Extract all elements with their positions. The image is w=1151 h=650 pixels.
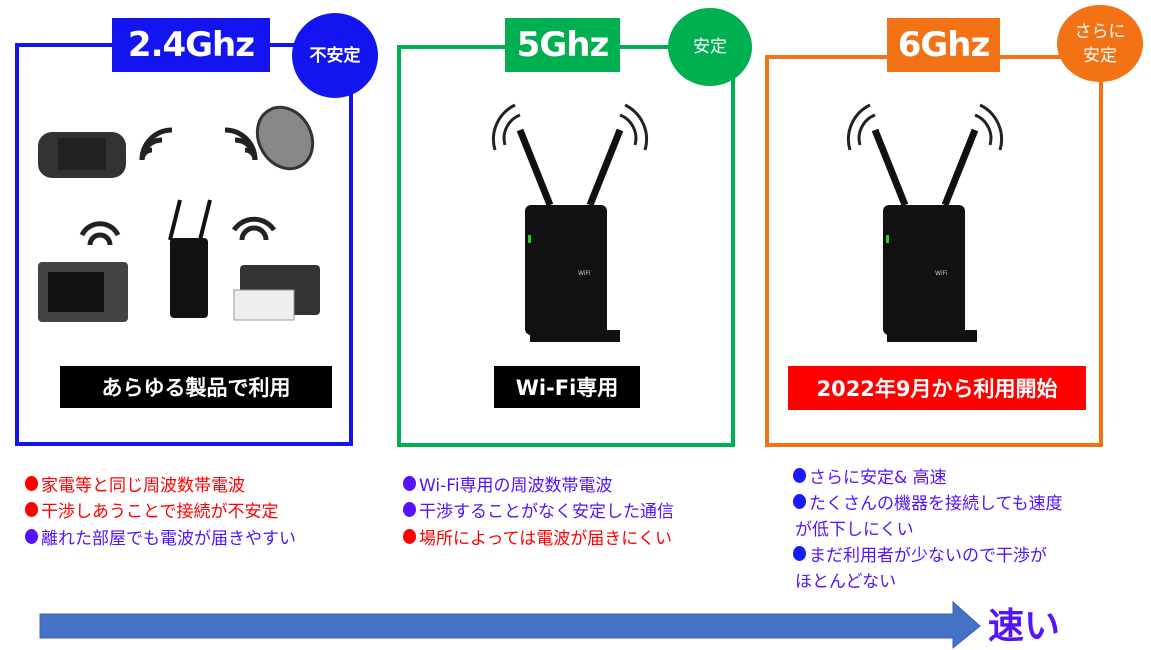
microwave-icon (38, 262, 128, 322)
printer-icon (233, 265, 320, 321)
bullet-icon (403, 502, 416, 517)
point: 家電等と同じ周波数帯電波 (25, 471, 245, 496)
bullet-icon (25, 476, 38, 491)
point: 場所によっては電波が届きにくい (403, 524, 672, 549)
point-text: Wi-Fi専用の周波数帯電波 (419, 476, 613, 496)
band-5ghz-badge: 安定 (668, 8, 752, 86)
speed-arrow (39, 600, 981, 650)
badge-line: 安定 (1083, 45, 1117, 66)
band-6ghz-label: 6Ghz (887, 18, 1000, 72)
point-text: 干渉しあうことで接続が不安定 (41, 502, 279, 522)
band-24ghz-badge: 不安定 (292, 13, 378, 98)
wifi-signal-icon (79, 221, 121, 246)
point-text: 場所によっては電波が届きにくい (419, 529, 672, 549)
point: まだ利用者が少ないので干渉が (793, 541, 1047, 566)
router-icon: WiFi (491, 103, 649, 342)
point-text: まだ利用者が少ないので干渉が (809, 546, 1047, 566)
point-continuation: が低下しにくい (795, 520, 914, 540)
bullet-icon (793, 468, 806, 483)
bullet-icon (25, 529, 38, 544)
point: さらに安定& 高速 (793, 463, 947, 488)
point-continuation: ほとんどない (795, 572, 897, 592)
band-24ghz-label: 2.4Ghz (112, 18, 270, 72)
point-text: さらに安定& 高速 (809, 468, 947, 488)
devices-illustration (38, 105, 320, 322)
point-text: たくさんの機器を接続しても速度 (809, 494, 1063, 514)
point: 離れた部屋でも電波が届きやすい (25, 524, 296, 549)
mouse-icon (255, 105, 315, 171)
point: たくさんの機器を接続しても速度 (793, 489, 1063, 514)
bullet-icon (793, 494, 806, 509)
svg-text:WiFi: WiFi (935, 270, 947, 277)
router-icon (168, 199, 212, 318)
band-24ghz-caption: あらゆる製品で利用 (60, 366, 332, 408)
bullet-icon (25, 502, 38, 517)
bullet-icon (793, 546, 806, 561)
point-text: 干渉することがなく安定した通信 (419, 502, 674, 522)
wifi-signal-icon (231, 216, 277, 241)
point-text: 家電等と同じ周波数帯電波 (41, 476, 245, 496)
badge-line: さらに (1074, 21, 1126, 42)
wifi-signal-icon (139, 127, 173, 161)
point: Wi-Fi専用の周波数帯電波 (403, 471, 613, 496)
point: 干渉しあうことで接続が不安定 (25, 497, 279, 522)
svg-text:WiFi: WiFi (578, 270, 590, 277)
band-5ghz-caption: Wi-Fi専用 (494, 366, 640, 408)
bullet-icon (403, 529, 416, 544)
point: 干渉することがなく安定した通信 (403, 497, 674, 522)
band-6ghz-caption: 2022年9月から利用開始 (788, 366, 1086, 410)
band-5ghz-label: 5Ghz (505, 18, 620, 72)
game-controller-icon (38, 132, 126, 178)
router-icon: WiFi (846, 103, 1004, 342)
bullet-icon (403, 476, 416, 491)
arrow-label: 速い (988, 606, 1061, 647)
band-6ghz-badge: さらに 安定 (1057, 5, 1143, 82)
point-text: 離れた部屋でも電波が届きやすい (41, 529, 296, 549)
wifi-signal-icon (224, 127, 258, 161)
